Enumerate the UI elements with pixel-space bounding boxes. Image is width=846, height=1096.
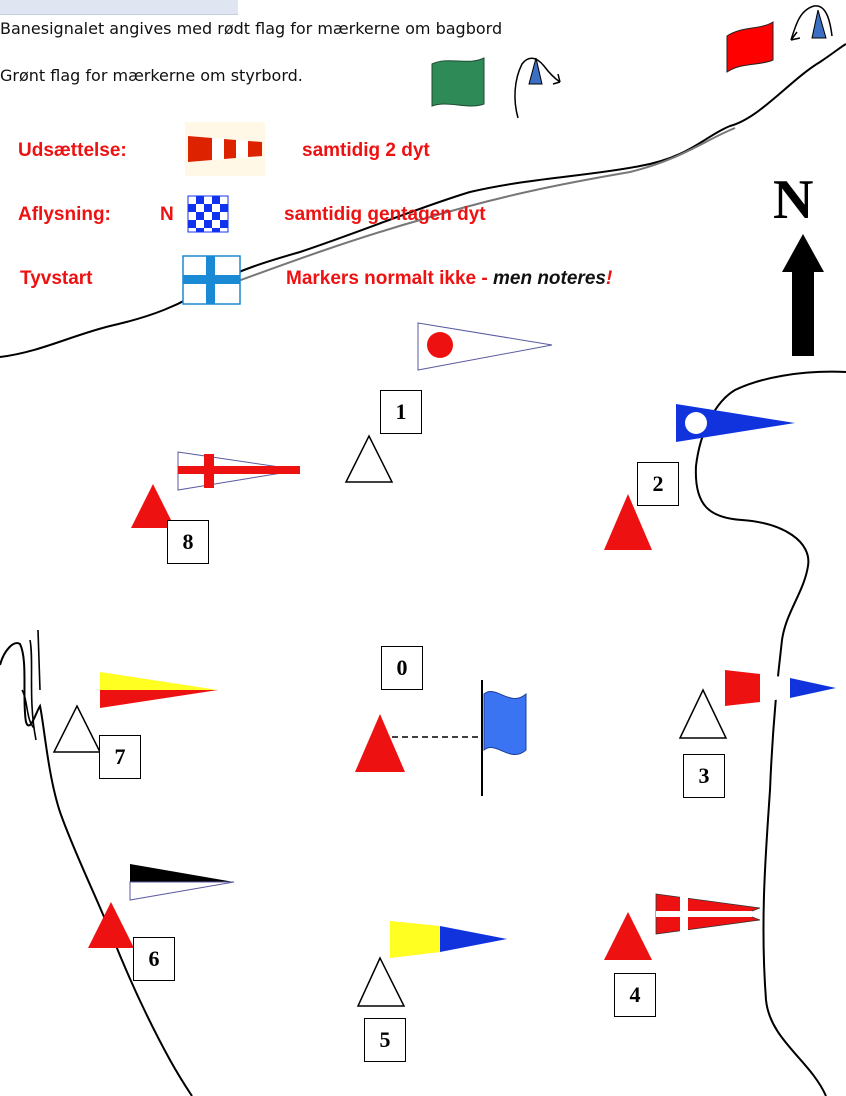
coastline-west	[0, 642, 193, 1096]
coastline-west-rocks	[21, 629, 41, 741]
false-start-note-exclamation: !	[605, 268, 613, 289]
buoy-8-icon	[131, 484, 175, 528]
info-line-starboard: Grønt flag for mærkerne om styrbord.	[0, 66, 303, 85]
first-substitute-flag-icon	[182, 255, 241, 305]
pennant-2-icon	[676, 404, 795, 442]
mark-6-number: 6	[133, 937, 175, 981]
false-start-note: Markers normalt ikke - men noteres!	[286, 268, 612, 290]
buoy-7-icon	[52, 704, 102, 753]
coastline-gray	[229, 127, 736, 285]
mark-2-number: 2	[637, 462, 679, 506]
false-start-note-italic: men noteres	[492, 268, 606, 289]
pennant-6-icon	[129, 864, 235, 901]
mark-1-number: 1	[380, 390, 422, 434]
mark-0-number: 0	[381, 646, 423, 690]
port-rounding-buoy-icon	[811, 9, 827, 39]
pennant-3-icon	[725, 670, 836, 706]
pennant-1-icon	[417, 322, 553, 371]
cancellation-label: Aflysning:	[18, 204, 111, 225]
buoy-2-icon	[604, 494, 652, 550]
cancellation-sound: samtidig gentagen dyt	[284, 204, 486, 225]
pennant-8-icon	[177, 451, 301, 491]
postponement-flag-icon	[185, 122, 265, 176]
coastline-north	[0, 43, 846, 358]
north-arrow-icon	[782, 234, 824, 356]
mark-8-number: 8	[167, 520, 209, 564]
north-label: N	[773, 169, 814, 231]
mark-3-number: 3	[683, 754, 725, 798]
buoy-0-icon	[355, 714, 405, 772]
mark-7-number: 7	[99, 735, 141, 779]
buoy-3-icon	[678, 688, 728, 739]
false-start-note-main: Markers normalt ikke -	[286, 268, 493, 289]
cancellation-flag-letter: N	[160, 204, 174, 225]
false-start-label: Tyvstart	[20, 268, 93, 289]
committee-blue-flag-icon	[483, 691, 527, 755]
pennant-7-icon	[100, 672, 218, 708]
starboard-rounding-arrow-icon	[514, 57, 561, 119]
top-toolbar-strip	[0, 0, 238, 15]
info-line-port: Banesignalet angives med rødt flag for m…	[0, 19, 503, 38]
n-flag-icon	[187, 195, 229, 233]
red-flag-icon	[726, 21, 774, 73]
green-flag-icon	[431, 57, 485, 107]
pennant-5-icon	[390, 921, 507, 958]
mark-5-number: 5	[364, 1018, 406, 1062]
postponement-label: Udsættelse:	[18, 140, 127, 161]
mark-4-number: 4	[614, 973, 656, 1017]
buoy-6-icon	[88, 902, 134, 948]
buoy-1-icon	[344, 434, 394, 483]
starboard-rounding-buoy-icon	[528, 57, 543, 85]
buoy-5-icon	[356, 956, 406, 1007]
postponement-sound: samtidig 2 dyt	[302, 140, 430, 161]
pennant-4-icon	[655, 893, 761, 935]
buoy-4-icon	[604, 912, 652, 960]
port-rounding-arrow-icon	[790, 5, 833, 41]
